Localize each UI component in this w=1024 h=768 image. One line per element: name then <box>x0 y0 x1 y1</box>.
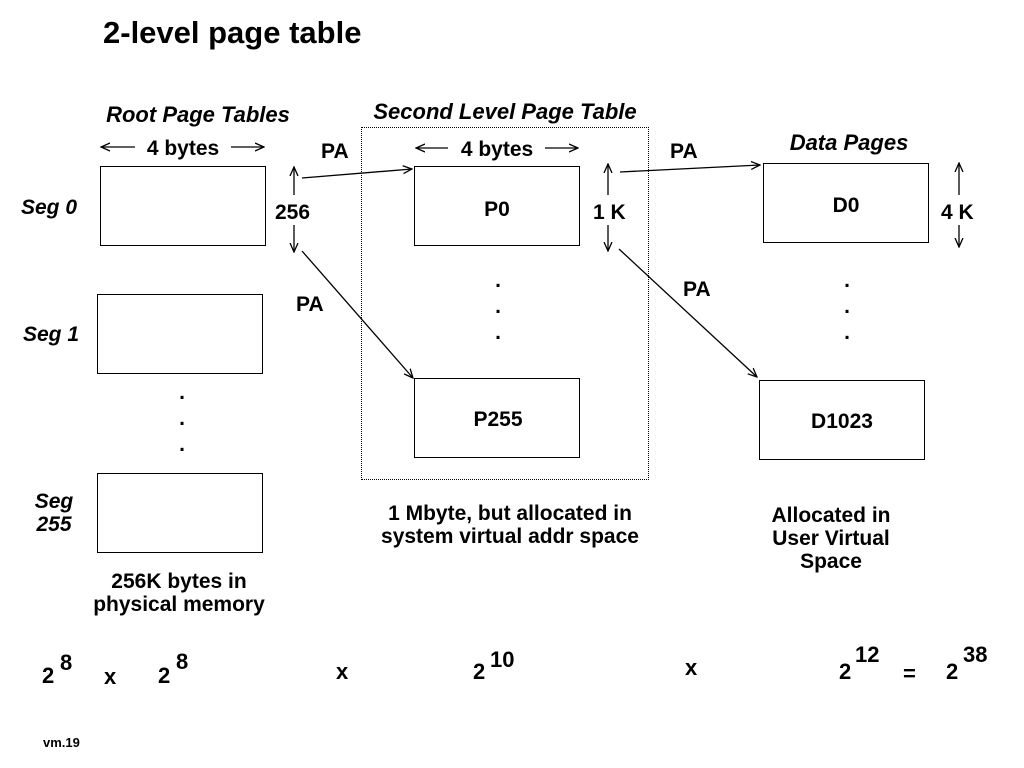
second-ellipsis-dot-1: . <box>495 269 501 292</box>
second-ellipsis-dot-2: . <box>495 295 501 318</box>
second-size-label: 1 K <box>593 201 626 224</box>
formula-times-1: x <box>104 664 117 689</box>
formula-term-2-exp: 8 <box>176 649 189 674</box>
second-level-region <box>361 127 649 480</box>
formula-times-3: x <box>685 655 698 680</box>
root-ellipsis-dot-1: . <box>179 381 185 404</box>
formula-term-1-base: 2 <box>42 663 55 688</box>
root-width-label: 4 bytes <box>146 137 220 160</box>
pa-label-root-to-p255: PA <box>296 293 324 316</box>
pa-arrow-to-d1023 <box>618 248 757 377</box>
formula-result-base: 2 <box>946 659 959 684</box>
second-ellipsis-dot-3: . <box>495 321 501 344</box>
root-table-seg1-box <box>97 294 263 374</box>
root-table-seg0-box <box>100 166 266 246</box>
p255-label: P255 <box>473 408 523 431</box>
root-size-label: 256 <box>275 201 311 224</box>
seg0-label: Seg 0 <box>21 196 78 219</box>
formula-term-3-base: 2 <box>473 659 486 684</box>
root-page-tables-header: Root Page Tables <box>106 102 290 127</box>
pa-arrow-root-to-p255 <box>301 250 413 378</box>
pa-arrow-root-to-p0 <box>301 169 412 179</box>
formula-term-1-exp: 8 <box>60 650 73 675</box>
formula-term-2-base: 2 <box>158 663 171 688</box>
seg255-label: Seg 255 <box>34 490 74 537</box>
data-ellipsis-dot-1: . <box>844 269 850 292</box>
formula-term-4-exp: 12 <box>855 642 880 667</box>
second-level-p255-box <box>414 378 580 458</box>
second-level-caption: 1 Mbyte, but allocated in system virtual… <box>381 502 639 549</box>
formula-result-exp: 38 <box>963 642 988 667</box>
slide-number: vm.19 <box>43 735 80 750</box>
pa-label-root-to-p0: PA <box>321 140 349 163</box>
second-width-label: 4 bytes <box>460 138 534 161</box>
second-level-page-table-header: Second Level Page Table <box>373 99 637 124</box>
root-ellipsis-dot-2: . <box>179 407 185 430</box>
pa-label-p0-to-d0: PA <box>670 140 698 163</box>
slide-title: 2-level page table <box>103 15 362 50</box>
data-page-d1023-box <box>759 380 925 460</box>
data-ellipsis-dot-3: . <box>844 321 850 344</box>
p0-label: P0 <box>484 198 510 221</box>
data-pages-caption: Allocated in User Virtual Space <box>771 504 891 574</box>
second-level-p0-box <box>414 166 580 246</box>
d1023-label: D1023 <box>811 410 873 433</box>
data-ellipsis-dot-2: . <box>844 295 850 318</box>
root-caption: 256K bytes in physical memory <box>93 570 265 617</box>
formula-equals: = <box>903 661 916 686</box>
data-pages-header: Data Pages <box>789 130 909 155</box>
formula-term-3-exp: 10 <box>490 647 515 672</box>
formula-term-4-base: 2 <box>839 659 852 684</box>
seg1-label: Seg 1 <box>23 323 80 346</box>
root-ellipsis-dot-3: . <box>179 433 185 456</box>
pa-arrow-p0-to-d0 <box>619 165 760 173</box>
d0-label: D0 <box>832 194 860 217</box>
pa-label-to-d1023: PA <box>683 278 711 301</box>
data-size-label: 4 K <box>941 201 974 224</box>
formula-times-2: x <box>336 659 349 684</box>
data-page-d0-box <box>763 163 929 243</box>
root-table-seg255-box <box>97 473 263 553</box>
